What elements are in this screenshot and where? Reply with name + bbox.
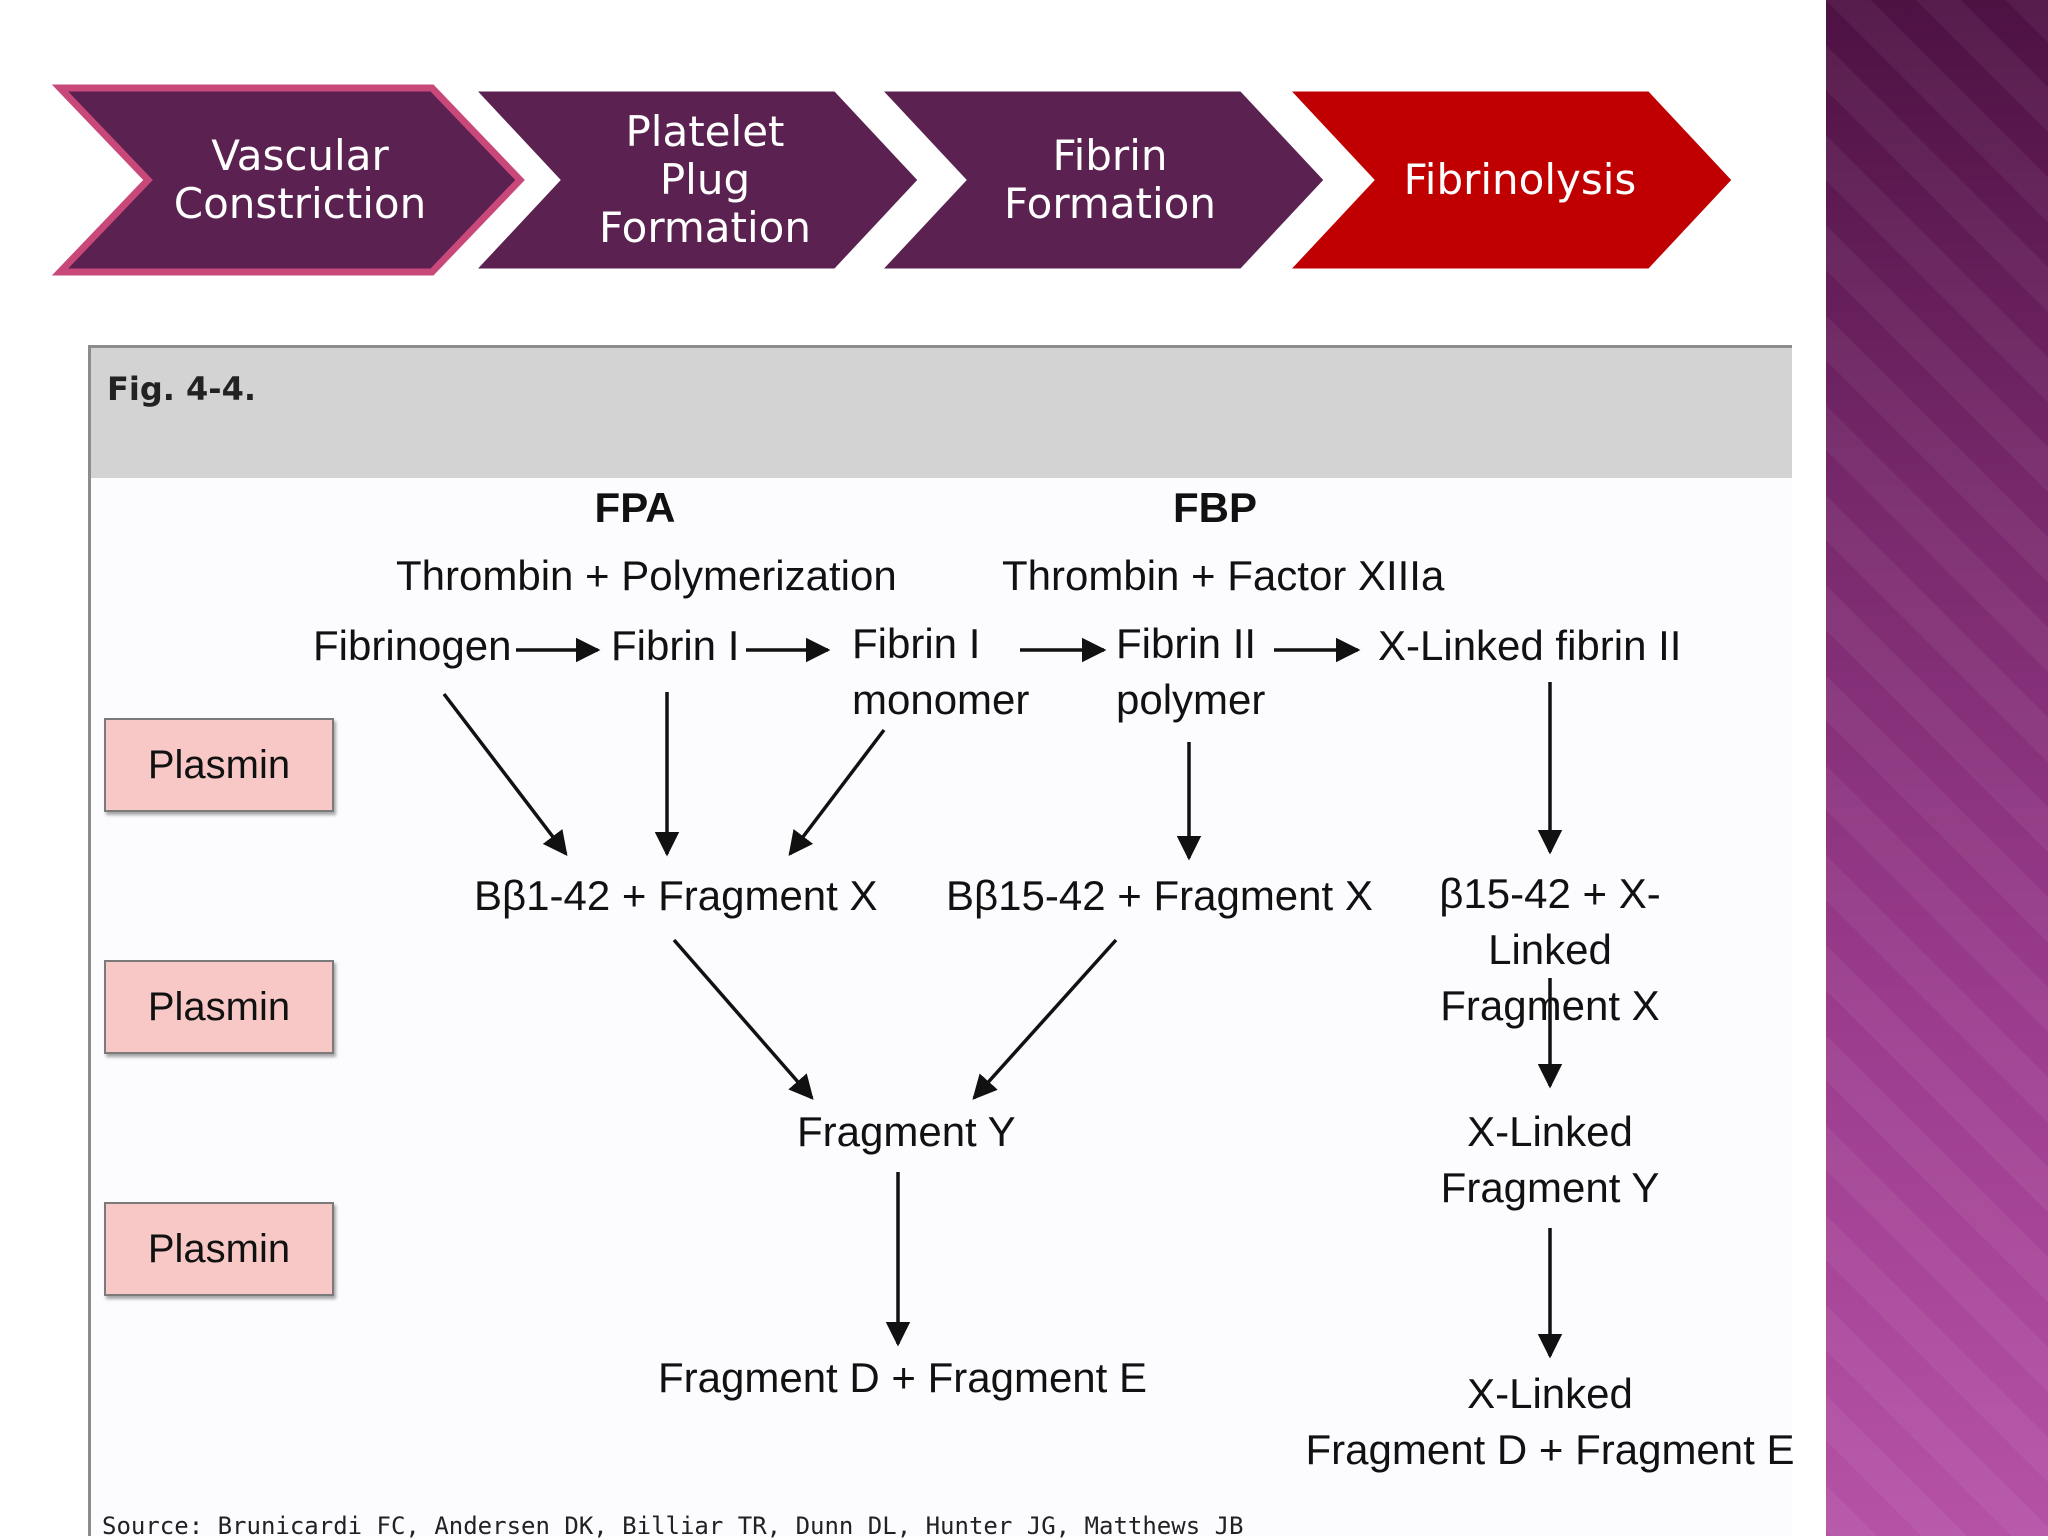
decorative-sidebar — [1826, 0, 2048, 1536]
step-4-chevron — [1275, 84, 1741, 276]
thrombin-polymerization-label: Thrombin + Polymerization — [396, 552, 897, 599]
fibrin-1-node: Fibrin I — [611, 622, 740, 669]
plasmin-box-1: Plasmin — [104, 718, 334, 812]
fragment-de-node: Fragment D + Fragment E — [658, 1354, 1148, 1401]
plasmin-box-2: Plasmin — [104, 960, 334, 1054]
step-3-label: Fibrin Formation — [1004, 131, 1216, 228]
step-1-chevron — [51, 84, 525, 276]
step-2-chevron — [461, 84, 927, 276]
step-3-chevron — [867, 84, 1333, 276]
xlinked-fragment-y-node: X-Linked Fragment Y — [1440, 1108, 1660, 1211]
bb1-42-node: Bβ1-42 + Fragment X — [474, 872, 878, 919]
figure-source: Source: Brunicardi FC, Andersen DK, Bill… — [102, 1512, 1244, 1540]
process-chevrons — [51, 84, 1741, 276]
plasmin-box-3: Plasmin — [104, 1202, 334, 1296]
fpa-label: FPA — [594, 484, 676, 531]
b15-42-xlinked-node: β15-42 + X-Linked Fragment X — [1439, 870, 1661, 1029]
fibrin-1-monomer-node: Fibrin I monomer — [852, 620, 1030, 723]
process-steps: Vascular Constriction Platelet Plug Form… — [0, 0, 1826, 300]
step-4-label: Fibrinolysis — [1403, 155, 1637, 204]
step-1-label: Vascular Constriction — [173, 131, 427, 228]
xlinked-fragment-de-node: X-Linked Fragment D + Fragment E — [1305, 1370, 1795, 1473]
step-2-label: Platelet Plug Formation — [599, 107, 811, 252]
xlinked-fibrin-2-node: X-Linked fibrin II — [1378, 622, 1682, 669]
fibrin-2-polymer-node: Fibrin II polymer — [1116, 620, 1266, 723]
bb15-42-node: Bβ15-42 + Fragment X — [946, 872, 1373, 919]
diagram-arrows — [442, 637, 1563, 1359]
thrombin-factor-label: Thrombin + Factor XIIIa — [1002, 552, 1445, 599]
figure-panel: Fig. 4-4. — [88, 345, 1792, 1536]
figure-caption: Fig. 4-4. — [107, 370, 256, 408]
fibrinogen-node: Fibrinogen — [313, 622, 512, 669]
arrow-bb15-to-y — [972, 938, 1118, 1100]
arrow-fibrinogen-down — [442, 692, 568, 856]
arrow-monomer-down — [788, 728, 886, 856]
arrow-bb1-to-y — [672, 938, 814, 1100]
fragment-y-node: Fragment Y — [797, 1108, 1016, 1155]
fbp-label: FBP — [1173, 484, 1257, 531]
figure-header: Fig. 4-4. — [91, 348, 1792, 478]
